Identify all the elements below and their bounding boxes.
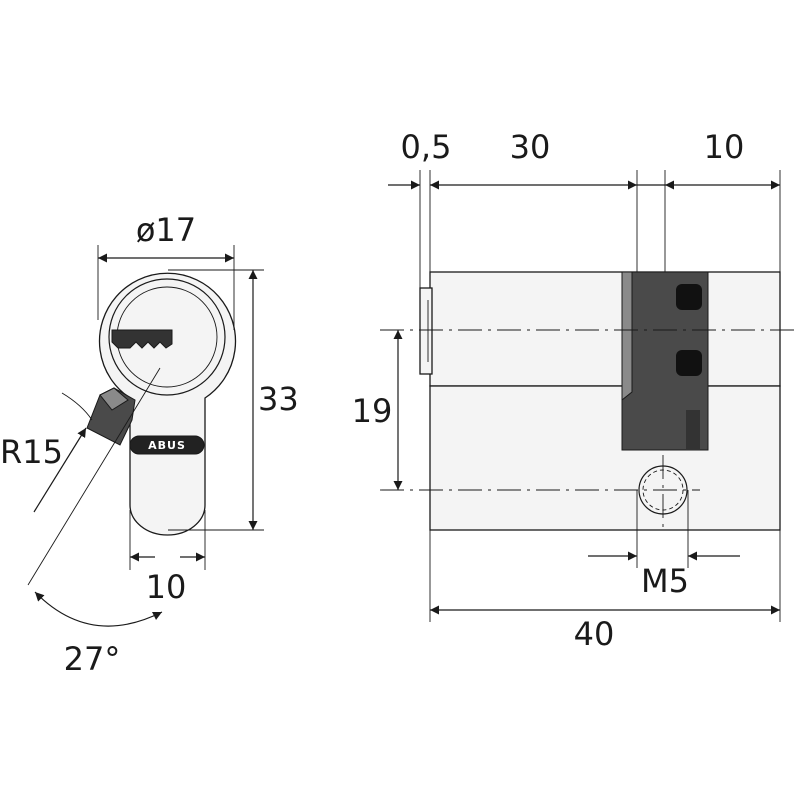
brand-logo-text: ABUS (148, 439, 186, 452)
radius-label: R15 (0, 433, 63, 471)
total-length-label: 40 (574, 615, 615, 653)
radius-arc (61, 392, 93, 421)
cam-slot-bottom (676, 350, 702, 376)
center-distance-label: 19 (352, 392, 393, 430)
screw-label: M5 (641, 562, 689, 600)
cylinder-body-lower (429, 385, 781, 531)
side-view: 0,5 30 10 19 M5 40 (352, 128, 800, 653)
plug-outer-ring (108, 278, 226, 396)
angle-label: 27° (64, 640, 121, 678)
keyway-icon (111, 329, 173, 349)
brand-logo-badge (129, 435, 205, 455)
extension-label: 10 (704, 128, 745, 166)
front-view: ABUS ø17 33 10 R15 27° (0, 211, 299, 678)
angle-arc (34, 591, 163, 627)
cylinder-body-upper (429, 271, 781, 387)
cam-groove (686, 410, 700, 450)
cam-highlight (99, 387, 129, 411)
diameter-label: ø17 (136, 211, 196, 249)
angle-reference-line (27, 367, 161, 586)
width-label: 10 (146, 568, 187, 606)
front-step (419, 287, 433, 375)
length-label: 30 (510, 128, 551, 166)
cam-block (621, 271, 709, 451)
cam-block-light (621, 271, 633, 401)
height-label: 33 (258, 380, 299, 418)
offset-label: 0,5 (401, 128, 452, 166)
radius-leader (33, 427, 87, 513)
cam-slot-top (676, 284, 702, 310)
